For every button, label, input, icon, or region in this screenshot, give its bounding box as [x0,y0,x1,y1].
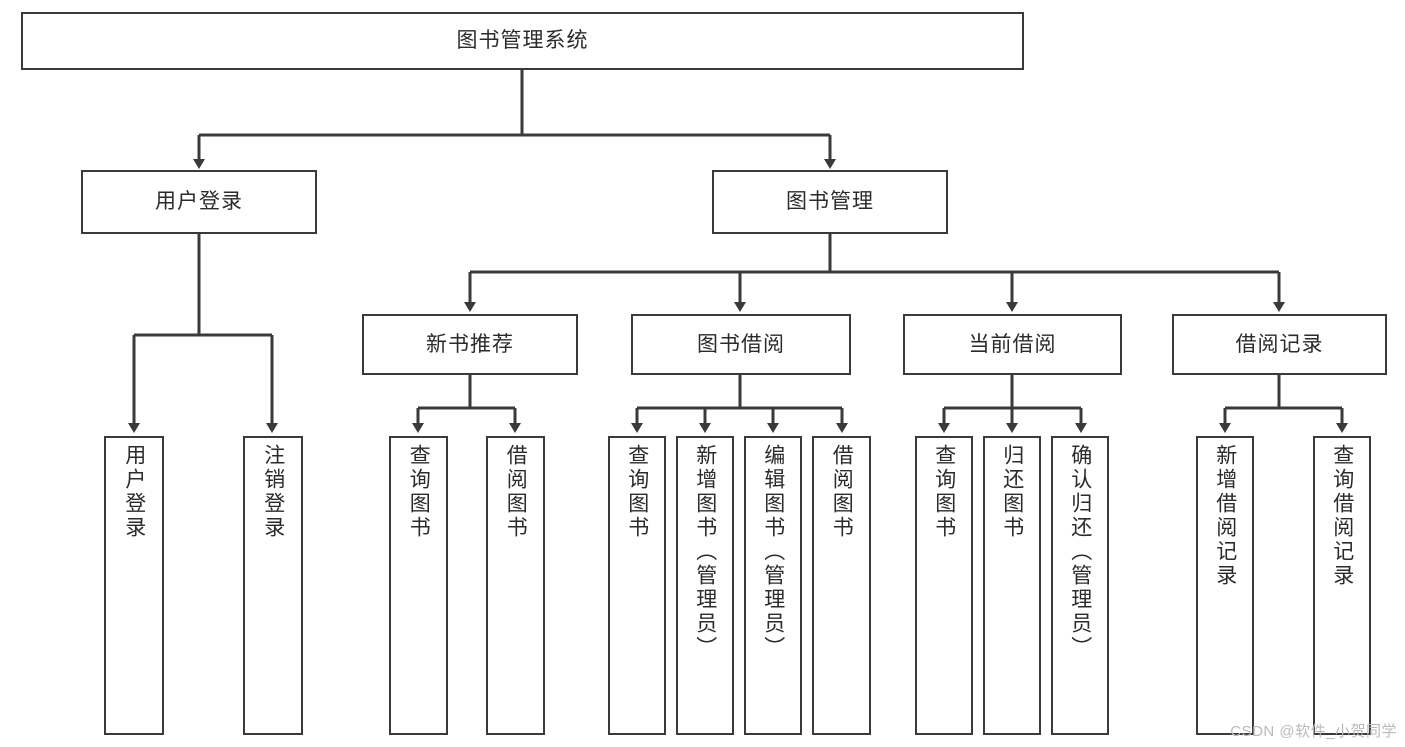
leaf-borrow-query-book[interactable]: 查询图书 [608,436,666,735]
node-book-borrow[interactable]: 图书借阅 [631,314,851,375]
node-new-book-recommend[interactable]: 新书推荐 [362,314,578,375]
leaf-record-query-borrow-record[interactable]: 查询借阅记录 [1313,436,1371,735]
leaf-borrow-edit-book-admin[interactable]: 编辑图书（管理员） [744,436,802,735]
node-label: 归还图书 [1000,444,1024,540]
node-label: 借阅图书 [830,444,854,540]
node-borrow-record[interactable]: 借阅记录 [1172,314,1387,375]
node-label: 借阅记录 [1235,332,1324,356]
node-label: 查询图书 [625,444,649,540]
leaf-logout[interactable]: 注销登录 [243,436,303,735]
leaf-current-return-book[interactable]: 归还图书 [983,436,1041,735]
leaf-record-add-borrow-record[interactable]: 新增借阅记录 [1196,436,1254,735]
node-root[interactable]: 图书管理系统 [21,12,1024,70]
node-label: 图书借阅 [697,332,785,356]
node-current-borrow[interactable]: 当前借阅 [903,314,1122,375]
node-label: 用户登录 [155,190,243,214]
leaf-current-query-book[interactable]: 查询图书 [915,436,973,735]
leaf-borrow-add-book-admin[interactable]: 新增图书（管理员） [676,436,734,735]
leaf-recommend-borrow-book[interactable]: 借阅图书 [486,436,545,735]
node-label: 查询图书 [932,444,956,540]
leaf-current-confirm-return-admin[interactable]: 确认归还（管理员） [1051,436,1109,735]
node-label: 查询借阅记录 [1330,444,1354,588]
node-label: 借阅图书 [504,444,528,540]
leaf-borrow-borrow-book[interactable]: 借阅图书 [812,436,871,735]
watermark: CSDN @软件_小贺同学 [1230,723,1397,740]
node-label: 图书管理 [786,190,874,214]
leaf-recommend-query-book[interactable]: 查询图书 [389,436,448,735]
node-label: 确认归还（管理员） [1068,444,1092,660]
node-label: 当前借阅 [968,332,1057,356]
node-label: 图书管理系统 [456,29,589,53]
node-label: 新增图书（管理员） [693,444,717,660]
node-label: 注销登录 [261,444,285,540]
node-label: 新增借阅记录 [1213,444,1237,588]
node-label: 用户登录 [122,444,146,540]
node-label: 编辑图书（管理员） [761,444,785,660]
node-book-management[interactable]: 图书管理 [712,170,948,234]
node-label: 新书推荐 [426,332,514,356]
node-user-login[interactable]: 用户登录 [81,170,317,234]
node-label: 查询图书 [407,444,431,540]
leaf-user-login[interactable]: 用户登录 [104,436,164,735]
